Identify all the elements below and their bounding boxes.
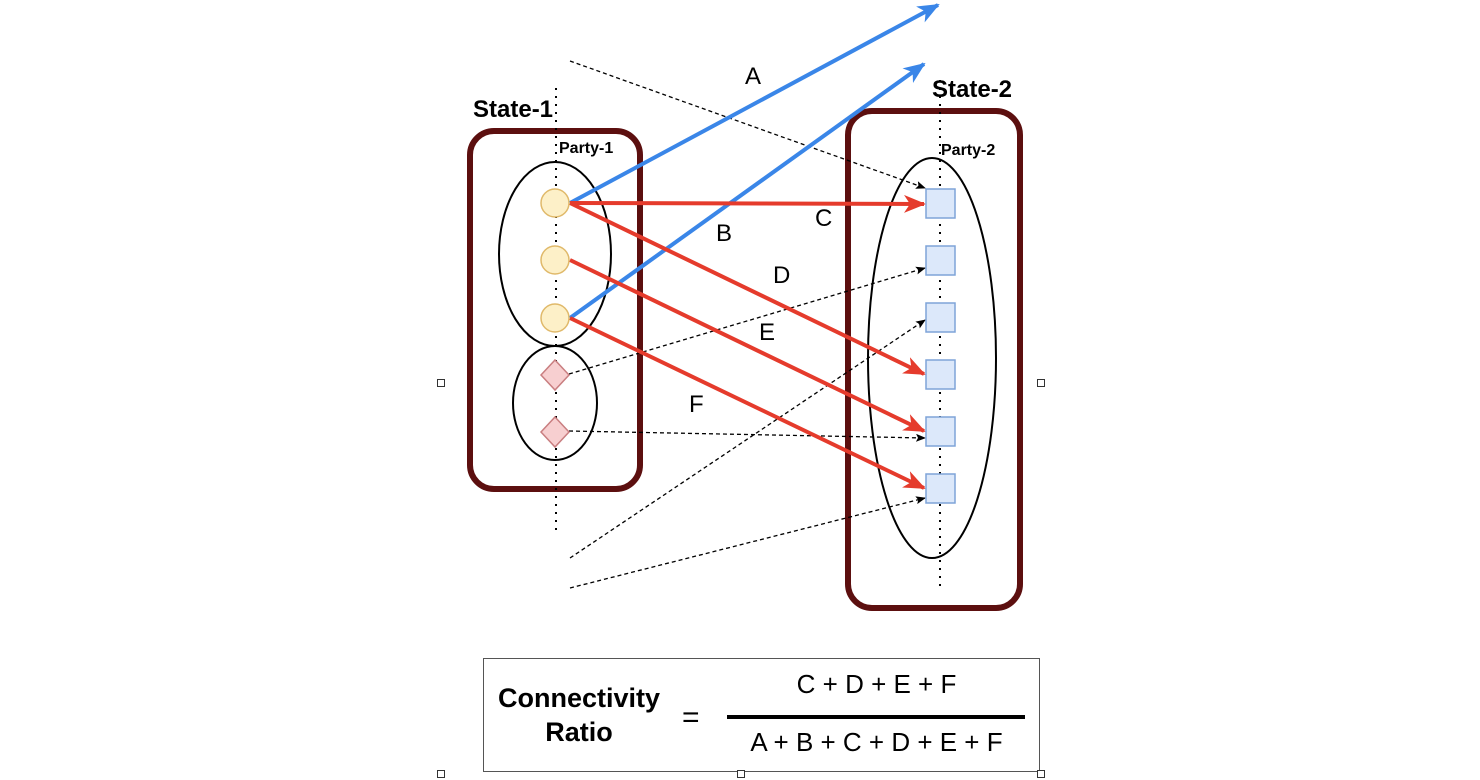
edge-c [569,194,926,213]
connectivity-formula: Connectivity Ratio = C + D + E + F A + B… [483,658,1040,772]
edge-label-d: D [773,262,790,289]
edge-label-e: E [759,319,775,346]
party1-node-2 [540,245,570,275]
resize-handle-bottom-left[interactable] [437,770,445,778]
dashed-edges [568,60,926,589]
resize-handle-left[interactable] [437,379,445,387]
dashed-edge-diamond1 [568,266,926,375]
edge-e [569,258,926,433]
state1-title: State-1 [473,96,553,123]
party2-node-3 [925,302,956,333]
edge-label-a: A [745,63,761,90]
party1-other-ellipse [512,345,598,461]
state2-container [845,108,1023,611]
party2-node-2 [925,245,956,276]
edge-label-b: B [716,220,732,247]
party2-label: Party-2 [941,142,995,159]
dashed-edge-diamond2 [568,430,926,442]
state2-title: State-2 [932,76,1012,103]
edge-d [569,201,926,376]
other-node-1 [539,358,571,392]
other-node-2 [539,415,571,449]
resize-handle-bottom-right[interactable] [1037,770,1045,778]
formula-numerator: C + D + E + F [796,669,957,699]
formula-lhs-line1: Connectivity [497,683,661,713]
dashed-edge-low1 [569,319,926,559]
resize-handle-bottom-center[interactable] [737,770,745,778]
edge-label-c: C [815,205,832,232]
resize-handle-right[interactable] [1037,379,1045,387]
party2-node-5 [925,416,956,447]
formula-lhs: Connectivity Ratio [484,681,674,749]
formula-fraction-bar [727,715,1025,719]
edge-label-f: F [689,391,704,418]
party2-node-4 [925,359,956,390]
edge-b [568,62,926,320]
party1-node-1 [540,188,570,218]
party2-node-1 [925,188,956,219]
edge-a [569,3,940,205]
dashed-edge-low2 [569,496,926,589]
edge-f [569,316,926,490]
formula-equals: = [682,701,700,734]
formula-denominator: A + B + C + D + E + F [750,727,1003,757]
party2-node-6 [925,473,956,504]
party1-node-3 [540,303,570,333]
party1-label: Party-1 [559,140,613,157]
formula-lhs-line2: Ratio [545,717,613,747]
